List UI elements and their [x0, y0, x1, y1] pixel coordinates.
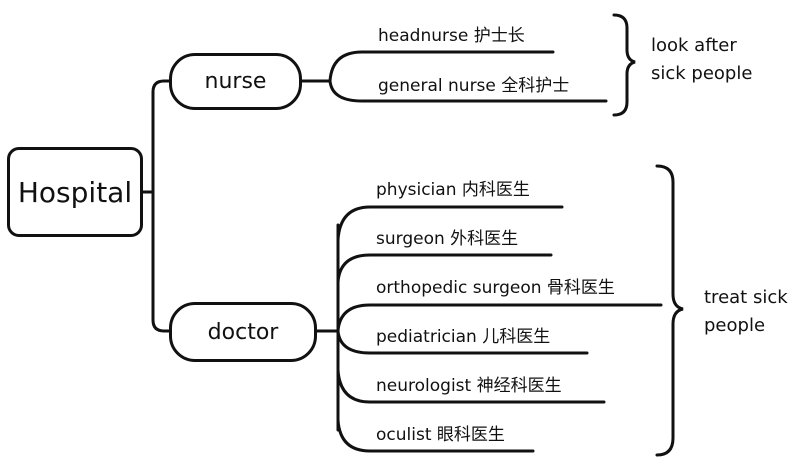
leaf-neurologist[interactable]: neurologist 神经科医生 — [376, 376, 562, 396]
leaf-physician[interactable]: physician 内科医生 — [376, 180, 530, 200]
doctor-child-2 — [336, 253, 553, 284]
doctor-child-6 — [336, 418, 535, 453]
doctor-child-5 — [336, 368, 606, 404]
doctor-child-3 — [336, 303, 663, 333]
summary-nurse[interactable]: look after sick people — [651, 32, 752, 88]
branch-node-nurse[interactable]: nurse — [169, 53, 302, 110]
summary-nurse-line1: look after — [651, 35, 737, 56]
summary-doctor[interactable]: treat sick people — [704, 284, 788, 340]
trunk-to-nurse — [151, 79, 171, 194]
doctor-child-1 — [336, 205, 564, 242]
leaf-general-nurse[interactable]: general nurse 全科护士 — [378, 76, 570, 96]
leaf-pediatrician[interactable]: pediatrician 儿科医生 — [376, 327, 551, 347]
nurse-child-2 — [328, 79, 608, 103]
root-label: Hospital — [17, 175, 133, 209]
trunk-to-doctor — [151, 190, 171, 333]
leaf-orthopedic-surgeon[interactable]: orthopedic surgeon 骨科医生 — [376, 278, 615, 298]
summary-doctor-line2: people — [704, 315, 766, 336]
nurse-child-1 — [328, 50, 555, 83]
summary-doctor-line1: treat sick — [704, 287, 788, 308]
branch-label-nurse: nurse — [204, 69, 267, 94]
root-node-hospital[interactable]: Hospital — [7, 147, 143, 237]
branch-label-doctor: doctor — [207, 319, 279, 345]
doctor-brace — [655, 164, 684, 457]
nurse-brace — [612, 13, 636, 117]
leaf-headnurse[interactable]: headnurse 护士长 — [378, 26, 525, 46]
summary-nurse-line2: sick people — [651, 63, 753, 84]
doctor-child-4 — [336, 329, 589, 355]
leaf-surgeon[interactable]: surgeon 外科医生 — [376, 229, 519, 249]
leaf-oculist[interactable]: oculist 眼科医生 — [376, 425, 505, 445]
branch-node-doctor[interactable]: doctor — [169, 302, 317, 362]
